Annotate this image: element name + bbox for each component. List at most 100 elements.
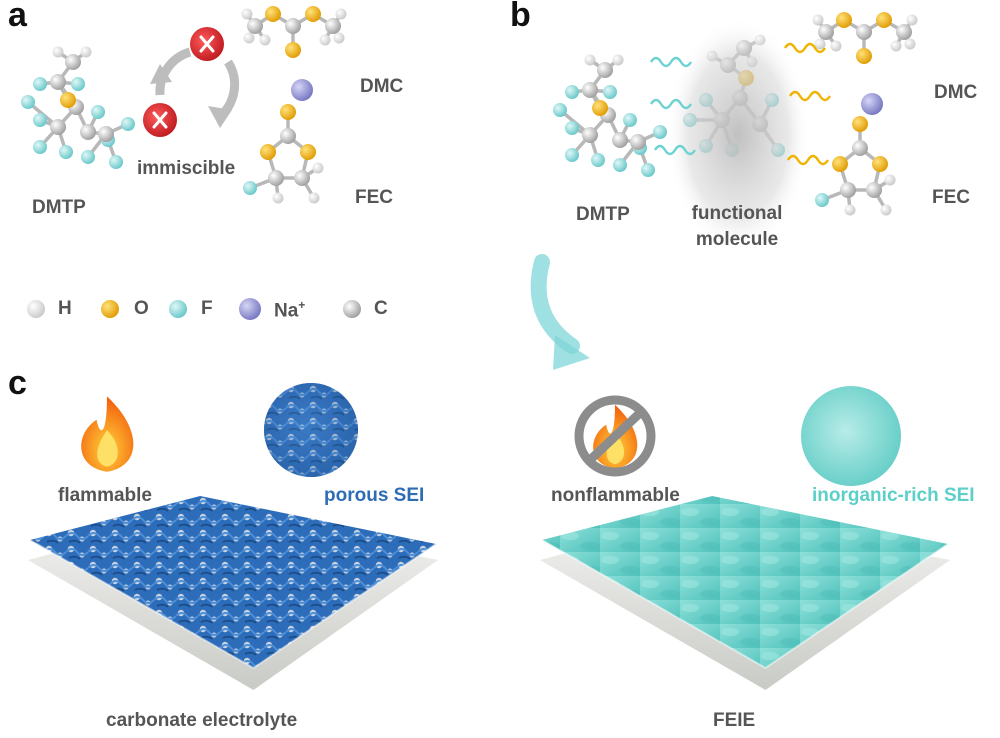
legend-swatch-c: [343, 300, 361, 318]
atom-h: [243, 32, 255, 44]
atom-o: [832, 156, 848, 172]
atom-h: [308, 192, 320, 204]
atom-h: [814, 38, 826, 50]
na-ion-b: [861, 93, 883, 115]
atom-c: [818, 24, 834, 40]
atom-h: [80, 46, 92, 58]
label-dmc-a: DMC: [360, 76, 404, 97]
interaction-wave-yellow: [788, 90, 832, 102]
atom-o: [872, 156, 888, 172]
atom-h: [241, 8, 253, 20]
cross-mark: [199, 35, 215, 53]
atom-f: [613, 158, 627, 172]
inorganic-sei-circle: [801, 386, 901, 486]
atom-c: [280, 128, 296, 144]
atom-c: [50, 74, 66, 90]
atom-c: [247, 18, 263, 34]
atom-c: [285, 18, 301, 34]
sei-film: [542, 496, 948, 668]
atom-f: [109, 155, 123, 169]
atom-f: [33, 140, 47, 154]
atom-o: [285, 42, 301, 58]
nonflammable-icon: [574, 395, 656, 477]
legend-label-na: Na+: [274, 298, 305, 322]
atom-h: [272, 192, 284, 204]
label-flammable: flammable: [58, 485, 152, 506]
atom-c: [325, 18, 341, 34]
atom-o: [265, 6, 281, 22]
sei-film: [30, 496, 436, 668]
label-nonflammable: nonflammable: [551, 485, 680, 506]
legend-na-charge: +: [298, 298, 306, 312]
fec-molecule-a: [243, 104, 324, 204]
label-dmtp-a: DMTP: [32, 197, 86, 218]
atom-f: [623, 113, 637, 127]
film-edge: [541, 539, 949, 670]
atom-h: [884, 174, 896, 186]
atom-o: [60, 92, 76, 108]
atom-c: [98, 126, 114, 142]
dmtp-molecule-a: [21, 46, 135, 169]
interaction-wave-cyan: [649, 98, 693, 110]
feie-electrode-slab: [540, 496, 950, 690]
atom-h: [812, 14, 824, 26]
carbonate-electrode-slab: [28, 496, 438, 690]
interaction-wave-cyan: [653, 144, 697, 156]
atom-o: [856, 48, 872, 64]
label-molecule: molecule: [695, 229, 779, 250]
atom-c: [840, 182, 856, 198]
panel-label-a: a: [8, 0, 27, 34]
film-edge: [29, 539, 437, 670]
atom-f: [21, 95, 35, 109]
atom-c: [852, 140, 868, 156]
atom-c: [582, 82, 598, 98]
legend-swatch-o: [101, 300, 119, 318]
atom-o: [300, 144, 316, 160]
cycle-arrowhead: [150, 64, 172, 84]
label-feie: FEIE: [713, 710, 756, 731]
legend-label-f: F: [201, 298, 213, 319]
atom-f: [653, 125, 667, 139]
atom-c: [866, 182, 882, 198]
atom-f: [565, 121, 579, 135]
atom-f: [603, 85, 617, 99]
cycle-arrow-left: [155, 47, 192, 96]
legend-label-c: C: [374, 298, 388, 319]
panel-label-c: c: [8, 364, 27, 402]
atom-h: [906, 14, 918, 26]
label-functional: functional: [691, 203, 783, 224]
atom-o: [305, 6, 321, 22]
cycle-arrowhead: [208, 106, 232, 128]
label-immiscible: immiscible: [137, 158, 236, 179]
porous-sei-texture: [264, 383, 358, 477]
dmc-molecule-b: [812, 12, 918, 64]
atom-c: [896, 24, 912, 40]
interaction-wave-yellow: [783, 42, 827, 54]
atom-f: [243, 181, 257, 195]
atom-h: [335, 8, 347, 20]
legend-label-h: H: [58, 298, 72, 319]
atom-o: [876, 12, 892, 28]
atom-h: [259, 34, 271, 46]
transition-arrowhead: [553, 335, 590, 370]
label-fec-b: FEC: [932, 187, 970, 208]
atom-f: [553, 103, 567, 117]
atom-h: [844, 204, 856, 216]
legend-label-o: O: [134, 298, 149, 319]
functional-molecule-halo: [666, 17, 810, 253]
atom-h: [880, 204, 892, 216]
atom-f: [815, 193, 829, 207]
atom-h: [890, 40, 902, 52]
atom-c: [294, 170, 310, 186]
atom-f: [121, 117, 135, 131]
transition-arrow: [530, 254, 580, 354]
prohibition-circle: [574, 395, 656, 477]
atom-c: [856, 24, 872, 40]
atom-o: [836, 12, 852, 28]
atom-f: [33, 77, 47, 91]
atom-o: [280, 104, 296, 120]
atom-f: [59, 145, 73, 159]
cross-mark: [152, 111, 168, 129]
label-inorganic-rich-sei: inorganic-rich SEI: [812, 485, 975, 506]
